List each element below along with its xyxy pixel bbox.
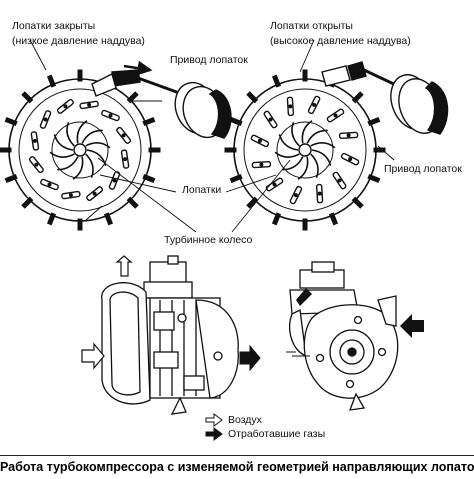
housing-teeth — [0, 69, 161, 231]
wheel-blade — [57, 156, 79, 171]
housing-tooth — [46, 74, 57, 88]
wheel-rim — [276, 121, 334, 179]
housing-tooth — [367, 116, 381, 127]
wheel-blade — [311, 149, 332, 166]
vane-pivot — [333, 113, 338, 118]
housing-tooth — [142, 173, 156, 184]
legend-air-label: Воздух — [228, 414, 262, 426]
actuator-right-label: Привод лопаток — [384, 163, 462, 175]
housing-tooth — [328, 212, 339, 226]
vane-pivot — [268, 117, 273, 122]
wheel-blade — [297, 156, 309, 180]
closed-vane-assembly — [0, 69, 161, 231]
housing-tooth — [4, 116, 18, 127]
vane-pivot — [317, 191, 322, 196]
wheel-blade — [66, 122, 75, 147]
wheel-blade — [282, 156, 304, 171]
actuator-left-drawing — [85, 69, 232, 221]
wheel-blade — [49, 151, 75, 158]
wheel-blade — [278, 134, 299, 151]
vane-pivot — [288, 104, 293, 109]
wheel-blade — [85, 142, 111, 149]
vane-pivot — [32, 138, 37, 143]
wheel-blade — [85, 153, 94, 178]
wheel-blade — [81, 129, 103, 144]
air-inlet-arrow — [81, 342, 105, 370]
legend-exhaust-arrow — [205, 427, 223, 441]
housing-tooth — [4, 173, 18, 184]
vane-pivot — [34, 162, 39, 167]
legend-air-arrow — [205, 413, 223, 427]
figure-caption: Работа турбокомпрессора с изменяемой гео… — [0, 455, 474, 479]
vane-pivot — [63, 104, 68, 109]
wheel-blade — [53, 134, 74, 151]
housing-tooth — [229, 173, 243, 184]
housing-tooth — [246, 91, 259, 104]
legend-exhaust-label: Отработавшие газы — [228, 428, 326, 440]
open-subtitle: (высокое давление наддува) — [270, 35, 411, 47]
open-title: Лопатки открыты — [270, 20, 353, 32]
vane-pivot — [121, 133, 126, 138]
wheel-blade — [76, 120, 88, 144]
closed-vanes — [28, 98, 132, 202]
vane-pivot — [272, 182, 277, 187]
vane-pivot — [112, 178, 117, 183]
vane-pivot — [348, 157, 353, 162]
housing-tooth — [46, 212, 57, 226]
turbo-turbine-view — [289, 261, 399, 411]
housing-tooth — [21, 91, 34, 104]
closed-title: Лопатки закрыты — [12, 20, 96, 32]
exhaust-inlet-arrow — [400, 314, 424, 338]
vane-pivot — [108, 113, 113, 118]
vane-pivot — [337, 178, 342, 183]
vane-pivot — [68, 193, 73, 198]
exhaust-small-arrow — [296, 288, 312, 306]
vane-pivot — [87, 102, 92, 107]
wheel-blade — [306, 129, 328, 144]
open-vane-assembly — [224, 69, 386, 231]
housing-tooth — [271, 212, 282, 226]
housing-tooth — [126, 91, 139, 104]
housing-tooth — [351, 91, 364, 104]
housing-tooth — [103, 212, 114, 226]
label-leaders — [29, 39, 315, 233]
housing-tooth — [246, 196, 259, 209]
housing-tooth — [21, 196, 34, 209]
vane-pivot — [259, 162, 264, 167]
wheel-blade — [291, 122, 300, 147]
wheel-blade — [310, 142, 336, 149]
open-vanes — [250, 95, 360, 205]
wheel-blade — [274, 151, 300, 158]
housing-tooth — [351, 196, 364, 209]
turbine-wheel-open — [274, 120, 336, 180]
housing-tooth — [142, 116, 156, 127]
exhaust-outlet-arrow — [239, 344, 261, 372]
housing-tooth — [367, 173, 381, 184]
vanes-label: Лопатки — [182, 184, 222, 196]
closed-subtitle: (низкое давление наддува) — [12, 35, 145, 47]
turbo-side-view — [101, 255, 239, 415]
vane-pivot — [346, 133, 351, 138]
diagram-drawing — [0, 39, 449, 441]
vane-pivot — [43, 117, 48, 122]
vane-pivot — [92, 191, 97, 196]
wheel-blade — [72, 156, 84, 180]
wheel-blade — [301, 120, 313, 144]
turbine-wheel-label: Турбинное колесо — [164, 234, 253, 246]
actuator-right-drawing — [321, 61, 449, 161]
vane-pivot — [123, 157, 128, 162]
air-outlet-arrow — [115, 255, 133, 277]
housing-tooth — [271, 74, 282, 88]
actuator-left-label: Привод лопаток — [170, 54, 248, 66]
wheel-rim — [51, 121, 109, 179]
housing-tooth — [126, 196, 139, 209]
vane-pivot — [312, 102, 317, 107]
vane-pivot — [257, 138, 262, 143]
vane-pivot — [47, 182, 52, 187]
housing-tooth — [229, 116, 243, 127]
wheel-blade — [310, 153, 319, 178]
vane-pivot — [293, 193, 298, 198]
